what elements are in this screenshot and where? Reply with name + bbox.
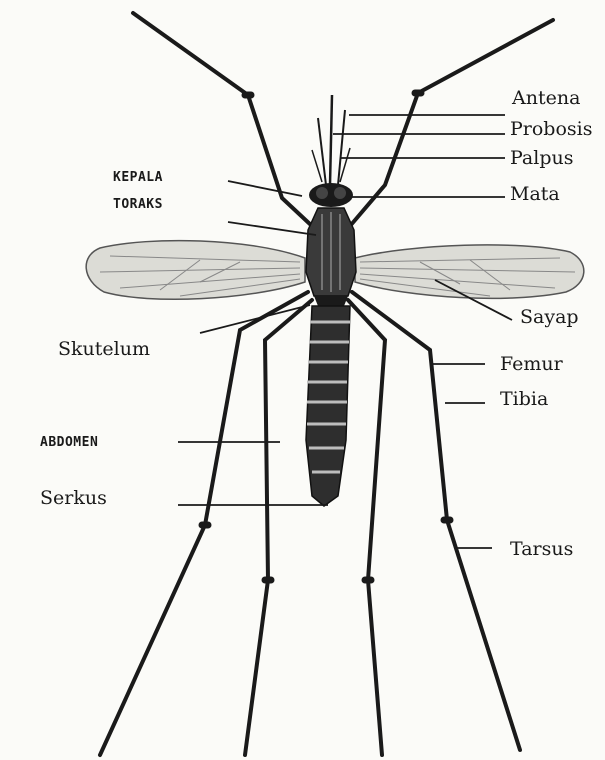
label-mata: Mata	[510, 185, 560, 204]
label-serkus: Serkus	[40, 489, 107, 508]
abdomen	[306, 306, 350, 506]
label-probosis: Probosis	[510, 120, 593, 139]
head-appendages	[312, 95, 350, 185]
label-tibia: Tibia	[500, 390, 548, 409]
label-antena: Antena	[512, 89, 580, 108]
label-toraks: TORAKS	[113, 198, 163, 211]
label-sayap: Sayap	[520, 308, 579, 327]
label-skutelum: Skutelum	[58, 340, 150, 359]
label-femur: Femur	[500, 355, 563, 374]
label-kepala: KEPALA	[113, 171, 163, 184]
label-abdomen: ABDOMEN	[40, 436, 98, 449]
label-palpus: Palpus	[510, 149, 574, 168]
label-tarsus: Tarsus	[510, 540, 573, 559]
head	[309, 183, 353, 207]
thorax	[306, 208, 356, 306]
